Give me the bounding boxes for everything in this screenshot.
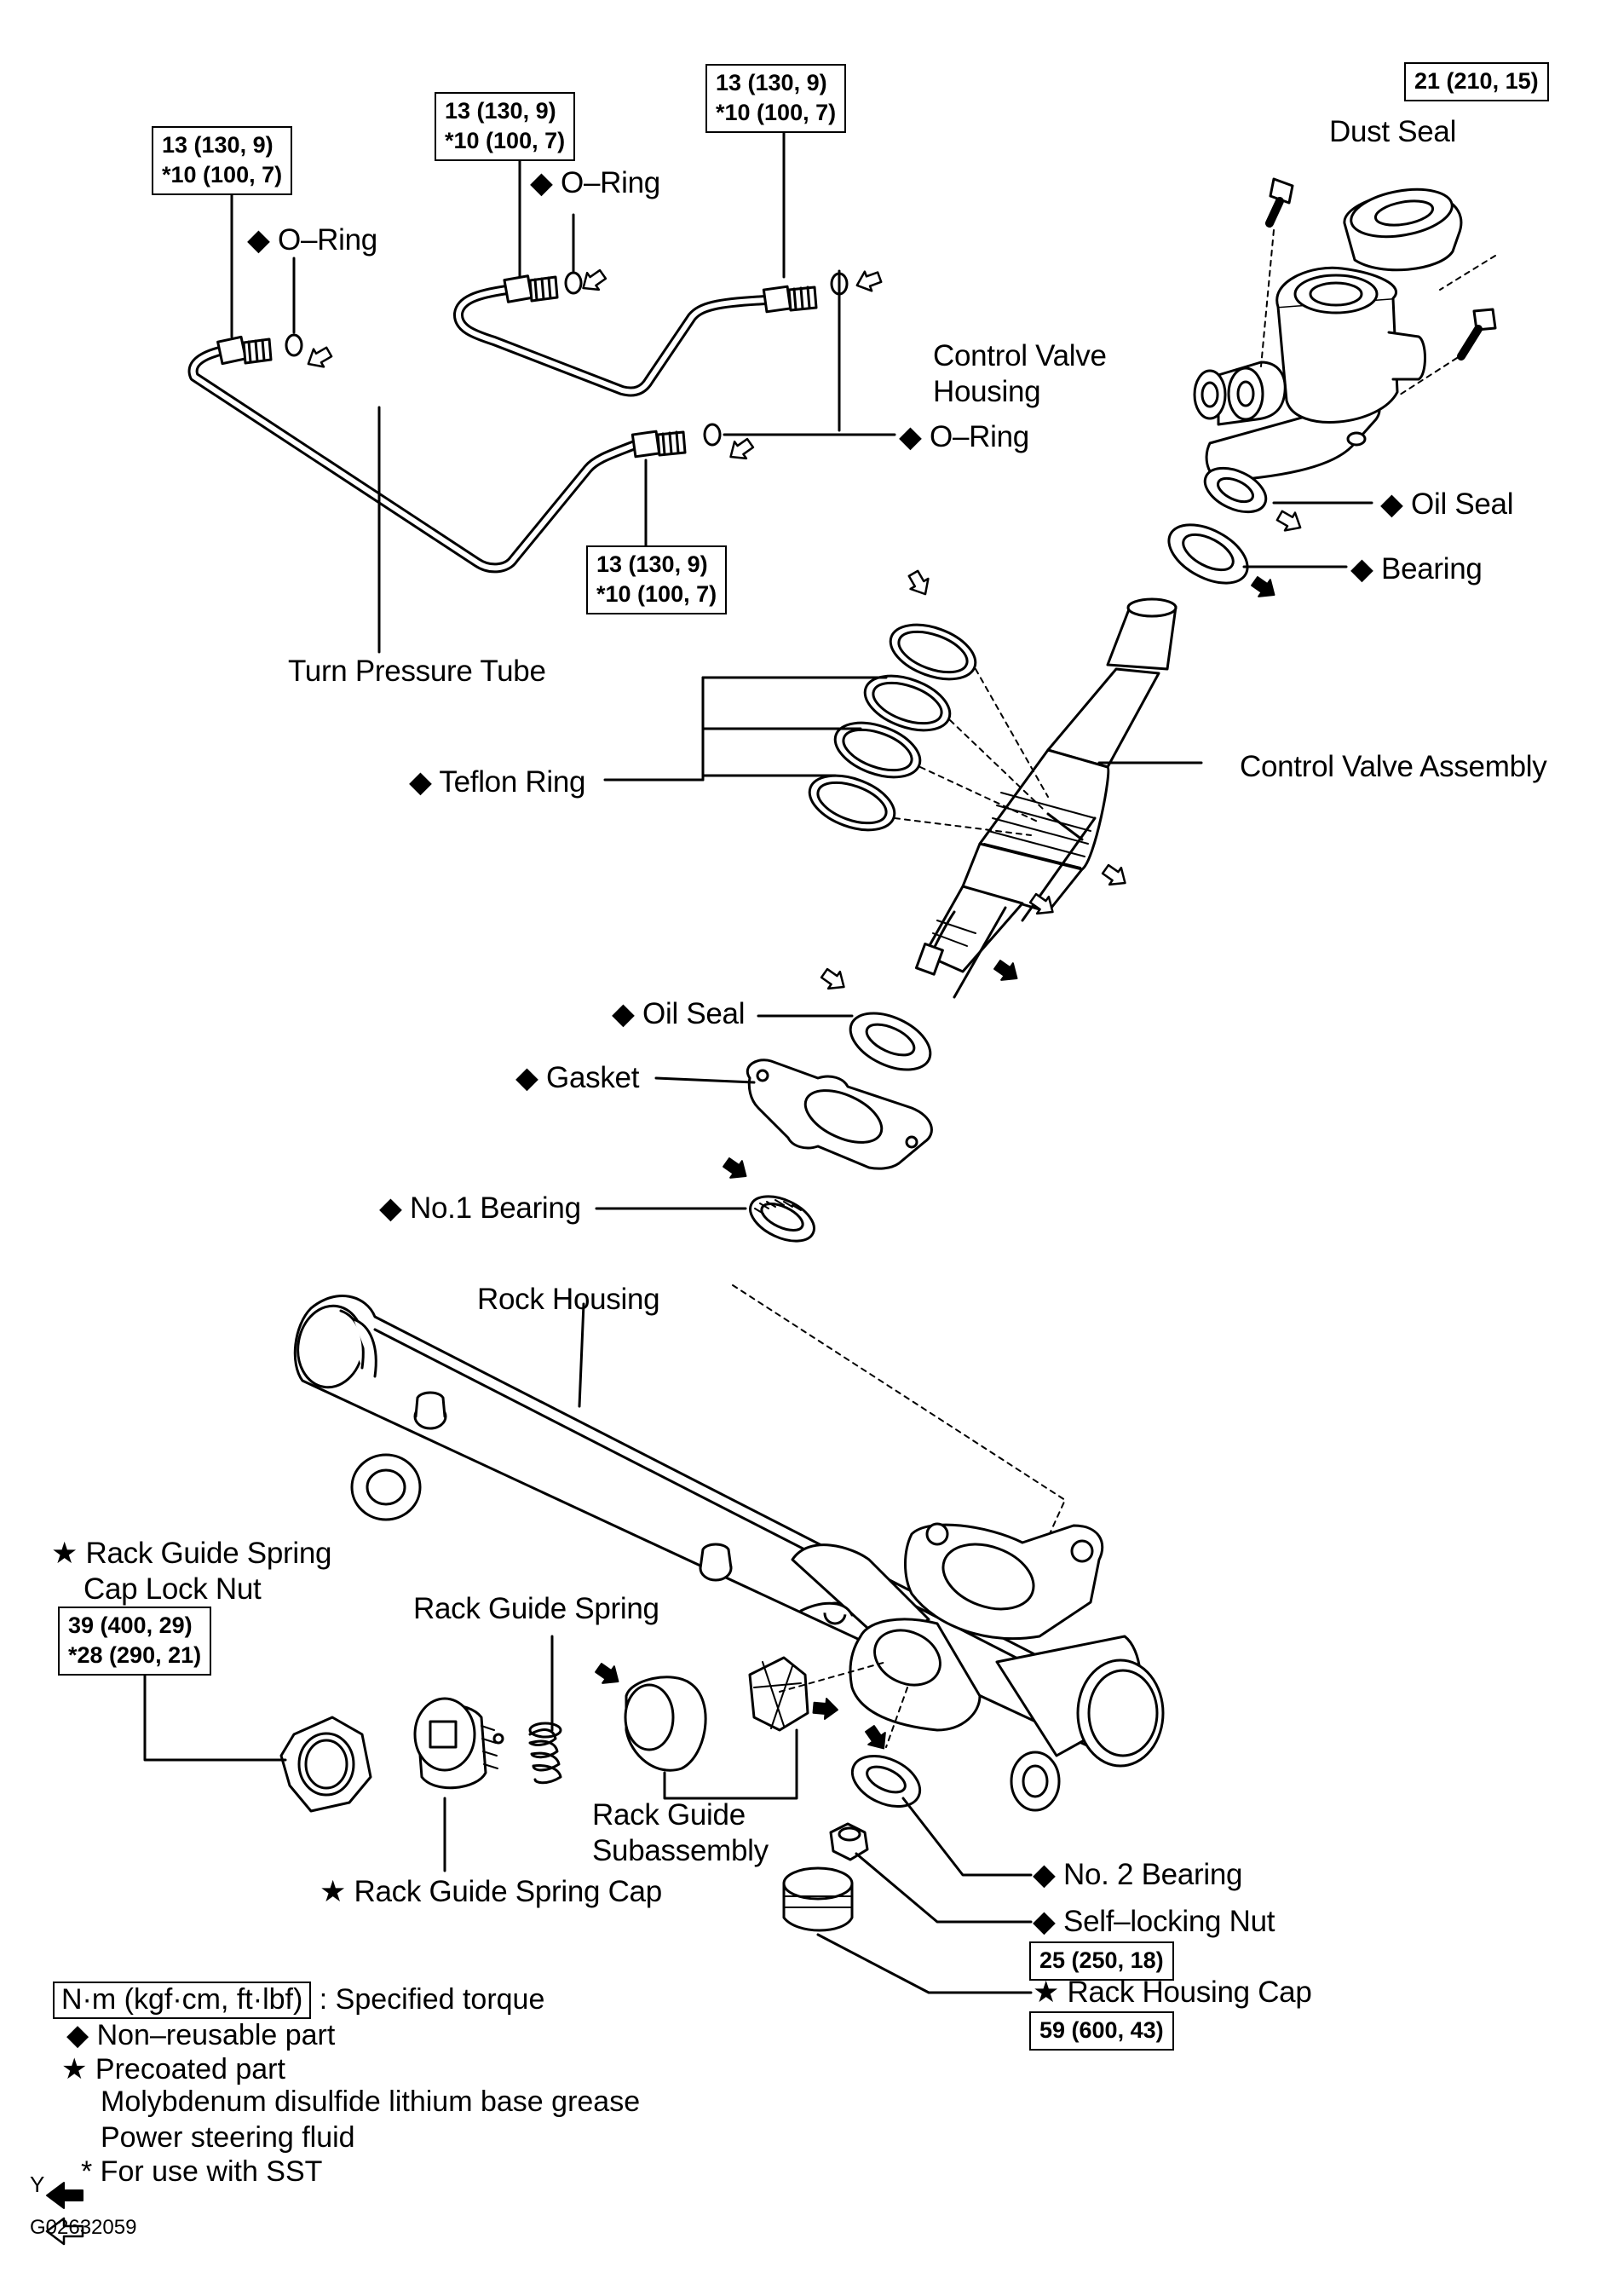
label-gasket: ◆ Gasket [515,1061,640,1094]
torque-box-housing-bolts: 21 (210, 15) [1404,62,1549,102]
label-control-valve-housing: Control Valve [933,339,1107,372]
torque-box-self-locking-nut: 25 (250, 18) [1029,1941,1174,1982]
torque-value: 13 (130, 9) [716,70,827,95]
label-rack-housing-cap: ★ Rack Housing Cap [1033,1976,1312,2009]
teflon-ring-1 [889,623,977,681]
self-locking-nut [829,1822,869,1861]
legend-precoated: ★ Precoated part [61,2053,285,2085]
label-lock-nut: ★ Rack Guide Spring [51,1537,332,1570]
torque-box-lower-tube: 13 (130, 9) *10 (100, 7) [586,545,728,615]
legend-sst: * For use with SST [81,2155,323,2188]
torque-value-sst: *10 (100, 7) [445,128,566,154]
label-self-locking-nut: ◆ Self–locking Nut [1033,1905,1275,1938]
fluid-arrow-icon [307,268,1302,990]
label-rack-guide-spring: Rack Guide Spring [413,1592,659,1625]
rack-guide [624,1676,707,1772]
flare-nut-lower [631,430,687,459]
torque-box-upper-tube-left: 13 (130, 9) *10 (100, 7) [435,92,576,162]
housing-bolt-left [1265,177,1294,228]
legend-non-reusable: ◆ Non–reusable part [66,2019,336,2051]
rack-housing-cap [782,1866,854,1932]
label-o-ring-left: ◆ O–Ring [247,223,377,257]
figure-id: G02632059 [30,2216,137,2239]
rack-guide-spring [528,1722,562,1785]
torque-value: 13 (130, 9) [596,551,708,577]
legend-grease-arrow-icon [46,2182,83,2209]
torque-box-upper-tube-right: 13 (130, 9) *10 (100, 7) [705,64,847,134]
legend-unit-box: N·m (kgf·cm, ft·lbf) [53,1982,312,2019]
torque-value: 59 (600, 43) [1039,2017,1164,2043]
label-rack-guide-subassembly: Rack Guide [592,1798,746,1832]
gasket [746,1059,933,1170]
control-valve-housing [1193,266,1426,483]
o-ring-lower [703,423,722,447]
legend-torque: N·m (kgf·cm, ft·lbf) : Specified torque [53,1982,545,2019]
torque-value: 13 (130, 9) [445,98,556,124]
rack-housing [293,1295,1165,1812]
label-control-valve-assembly: Control Valve Assembly [1240,750,1547,783]
torque-value-sst: *10 (100, 7) [596,581,717,608]
housing-bolt-right [1457,308,1497,361]
torque-value: 39 (400, 29) [68,1612,193,1638]
flare-nut-left [216,335,273,366]
turn-pressure-tube [187,285,772,574]
rack-guide-spring-cap [413,1697,504,1790]
legend-grease: Molybdenum disulfide lithium base grease [101,2085,641,2118]
label-rack-guide-subassembly-2: Subassembly [592,1834,769,1867]
label-bearing: ◆ Bearing [1350,552,1483,586]
torque-box-rack-housing-cap: 59 (600, 43) [1029,2011,1174,2051]
label-teflon-ring: ◆ Teflon Ring [409,765,586,799]
rack-guide-spring-cap-lock-nut [279,1716,372,1813]
label-control-valve-housing-2: Housing [933,375,1041,408]
label-o-ring-lower: ◆ O–Ring [899,420,1029,453]
torque-box-lock-nut: 39 (400, 29) *28 (290, 21) [58,1607,212,1676]
bearing-upper [1167,523,1249,585]
torque-value: 13 (130, 9) [162,132,274,158]
rack-guide-seat [748,1656,809,1732]
flare-nut-upper-right [762,285,818,314]
torque-value-sst: *10 (100, 7) [716,100,837,126]
legend-unit-desc: : Specified torque [319,1983,545,2016]
label-oil-seal-lower: ◆ Oil Seal [612,997,746,1030]
label-rock-housing: Rock Housing [477,1283,660,1316]
o-ring-upper-left [564,271,583,295]
torque-value: 21 (210, 15) [1414,68,1539,94]
label-oil-seal-upper: ◆ Oil Seal [1380,487,1514,521]
label-turn-pressure-tube: Turn Pressure Tube [288,655,546,688]
oil-seal-lower [849,1012,932,1071]
label-dust-seal: Dust Seal [1329,115,1457,148]
label-rack-guide-spring-cap: ★ Rack Guide Spring Cap [320,1875,662,1908]
label-o-ring-upper: ◆ O–Ring [530,166,660,199]
legend-fluid: Power steering fluid [101,2121,355,2154]
o-ring-left [285,333,303,357]
torque-box-left-tube: 13 (130, 9) *10 (100, 7) [152,126,293,196]
torque-value-sst: *10 (100, 7) [162,162,283,188]
flare-nut-upper-left [503,274,559,303]
corner-mark: Y [30,2172,45,2197]
teflon-ring-2 [863,674,952,732]
label-no1-bearing: ◆ No.1 Bearing [379,1191,581,1225]
no2-bearing [850,1754,922,1809]
legend-fluid-arrow-icon [45,2217,84,2246]
dust-seal [1343,187,1463,272]
grease-arrow-icon [595,576,1275,1750]
label-no2-bearing: ◆ No. 2 Bearing [1033,1858,1243,1891]
label-lock-nut-2: Cap Lock Nut [83,1572,262,1606]
torque-value-sst: *28 (290, 21) [68,1642,202,1669]
torque-value: 25 (250, 18) [1039,1947,1164,1973]
teflon-ring-3 [833,721,922,779]
teflon-ring-4 [808,774,896,832]
no1-bearing [749,1195,815,1243]
oil-seal-upper [1203,466,1268,514]
